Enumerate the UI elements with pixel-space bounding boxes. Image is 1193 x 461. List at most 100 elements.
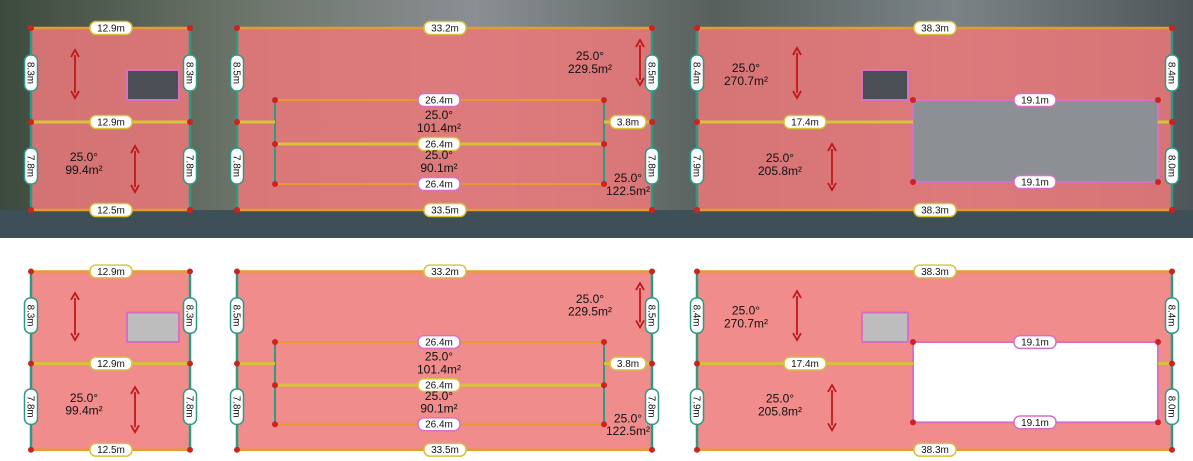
s-label-s2-left-bot-pill [229,388,245,426]
s-label-s2-top-text: 33.2m [431,267,459,278]
vertex-dot [187,25,193,31]
a-label-a1-right-bot: 7.8m [182,147,198,185]
a-area-a2-bot-angle: 25.0° [614,171,642,185]
a-label-a2-left-bot-pill [229,147,245,185]
a-label-a3-right-top-text: 8.4m [1166,62,1177,84]
a-area-a2-bot-area: 122.5m² [606,184,650,198]
vertex-dot [649,268,655,275]
s-label-s1-left-top-pill [23,297,39,334]
s-label-s2-inner-top-pill [417,334,461,350]
a-label-a2-left-bot: 7.8m [229,147,245,185]
a-label-a2-inner-top-text: 26.4m [425,96,453,107]
vertex-dot [28,446,34,453]
s-area-s2-inner2-area: 90.1m² [420,402,457,416]
slope-arrow [70,291,80,342]
s-label-s2-bot-pill [423,442,467,457]
vertex-dot [272,181,278,187]
slope-arrow [70,48,80,100]
a-label-a2-bot: 33.5m [423,202,467,218]
s-label-s1-right-bot: 7.8m [182,388,198,426]
s-label-s2-inner-top: 26.4m [417,334,461,350]
s-label-s3-ins-bot: 19.1m [1013,415,1057,430]
a-label-a3-left-top-text: 8.4m [691,62,702,84]
slope-arrow [635,281,645,330]
s-label-s2-right-small-pill [609,356,647,371]
slope-arrow-head-up [70,291,80,301]
slope-arrow [130,144,140,194]
slope-arrow [792,289,802,342]
slope-arrow [130,385,140,434]
a-label-a3-right-bot: 8.0m [1164,147,1180,185]
s-area-s2-inner1-area: 101.4m² [417,362,461,376]
vertex-dot [601,339,607,345]
s-area-s2-bot-angle: 25.0° [614,411,642,425]
a-label-a2-top-pill [423,20,467,36]
s-label-s2-inner-top-text: 26.4m [425,338,453,349]
a-label-a2-bot-pill [423,202,467,218]
vertex-dot [601,181,607,187]
slope-arrow [635,38,645,87]
slope-arrow-head-up [792,46,802,56]
a-label-a1-right-top-text: 8.3m [184,62,195,84]
a-label-a2-top-text: 33.2m [431,24,459,35]
s-label-s3-ins-top-pill [1013,334,1057,350]
s-label-s1-bot-pill [89,442,133,457]
s-label-s1-top-text: 12.9m [97,267,125,278]
a-label-a3-top-pill [913,20,957,36]
s-area-s2-top-angle: 25.0° [576,292,604,306]
a-label-a3-left-bot-pill [689,147,705,185]
s-label-s3-top-text: 38.3m [921,267,949,278]
a-label-a3-ins-top-pill [1013,92,1057,108]
s-label-s1-mid-text: 12.9m [97,359,125,370]
vertex-dot [1169,25,1175,31]
vertex-dot [234,268,240,275]
a-label-a3-left-bot: 7.9m [689,147,705,185]
a-label-a2-inner-mid-text: 26.4m [425,140,453,151]
s-area-s2-top-area: 229.5m² [568,305,612,319]
slope-arrow-head-down [70,332,80,342]
s-label-s3-bot-pill [913,442,957,457]
s-label-s1-top: 12.9m [89,264,133,279]
slope-arrow-head-up [792,289,802,299]
a-area-a3-top-angle: 25.0° [732,61,760,75]
a-label-a1-left-top: 8.3m [23,54,39,92]
a-label-a1-right-bot-pill [182,147,198,185]
s-label-s3-top-pill [913,264,957,279]
slope-arrow-head-up [635,38,645,48]
s-label-s3-bot-text: 38.3m [921,445,949,456]
a-label-a3-ins-bot: 19.1m [1013,174,1057,190]
slope-arrow-head-down [635,320,645,330]
s-label-s1-right-top-text: 8.3m [183,305,194,327]
a-area-a2-inner2-angle: 25.0° [425,148,453,162]
vertex-dot [234,360,240,367]
s-label-s2-inner-mid-text: 26.4m [425,381,453,392]
s-area-s3-top-angle: 25.0° [732,304,760,318]
vertex-dot [649,360,655,367]
vertex-dot [28,360,34,367]
a-label-a1-mid-pill [89,114,133,130]
s-area-s3-bot-area: 205.8m² [758,405,802,419]
a-area-a2-inner1-area: 101.4m² [417,121,461,135]
a-label-a2-inner-mid: 26.4m [417,136,461,152]
vertex-dot [649,25,655,31]
a-label-a1-bot-text: 12.5m [97,206,125,217]
a-area-a2-top-area: 229.5m² [568,62,612,76]
a-label-a2-right-bot: 7.8m [644,147,660,185]
s-label-s2-left-bot-text: 7.8m [230,396,241,418]
s-area-s1-bot-area: 99.4m² [65,404,102,418]
vertex-dot [272,339,278,345]
vertex-dot [187,207,193,213]
vertex-dot [272,421,278,428]
a-label-a2-bot-text: 33.5m [431,206,459,217]
vertex-dot [28,119,34,125]
a-label-a3-left-top: 8.4m [689,54,705,92]
s-label-s1-right-top-pill [182,297,198,334]
vertex-dot [601,97,607,103]
a-label-a2-right-top-text: 8.5m [646,62,657,84]
a-label-a1-left-bot-pill [23,147,39,185]
a-label-a2-inner-top-pill [417,92,461,108]
slope-arrow-head-down [130,424,140,434]
a-label-a3-ins-bot-text: 19.1m [1021,178,1049,189]
a-label-a2-right-top: 8.5m [644,54,660,92]
s-area-s1-bot-angle: 25.0° [70,391,98,405]
